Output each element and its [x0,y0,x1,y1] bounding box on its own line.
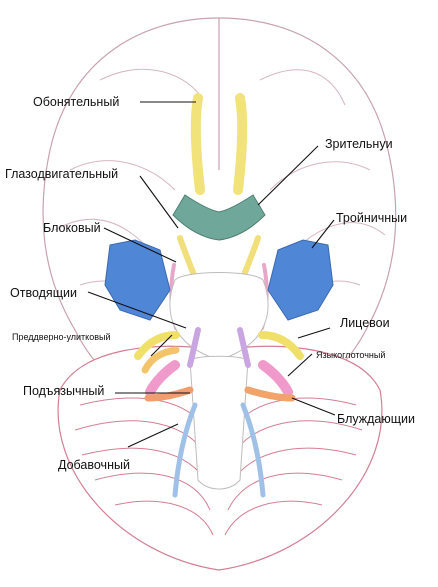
label-accessory: Добавочный [58,459,130,472]
label-olfactory: Обонятельный [33,96,119,109]
label-hypoglossal: Подъязычный [23,385,104,398]
olfactory-tract-left [196,98,200,190]
label-facial: Лицевои [340,317,390,330]
label-abducens: Отводящии [10,287,77,300]
label-oculomotor: Глазодвигательный [5,168,118,181]
medulla [190,356,248,489]
label-vestibulocochlear: Преддверно-улитковый [12,333,110,342]
label-glossopharyngeal: Языкоглоточный [316,351,385,360]
olfactory-tract-right [238,98,242,190]
label-trochlear: Блоковый [43,222,101,235]
label-trigeminal: Тройничныи [336,212,407,225]
label-optic: Зрительнуи [325,138,393,151]
label-vagus: Блуждающии [337,413,415,426]
